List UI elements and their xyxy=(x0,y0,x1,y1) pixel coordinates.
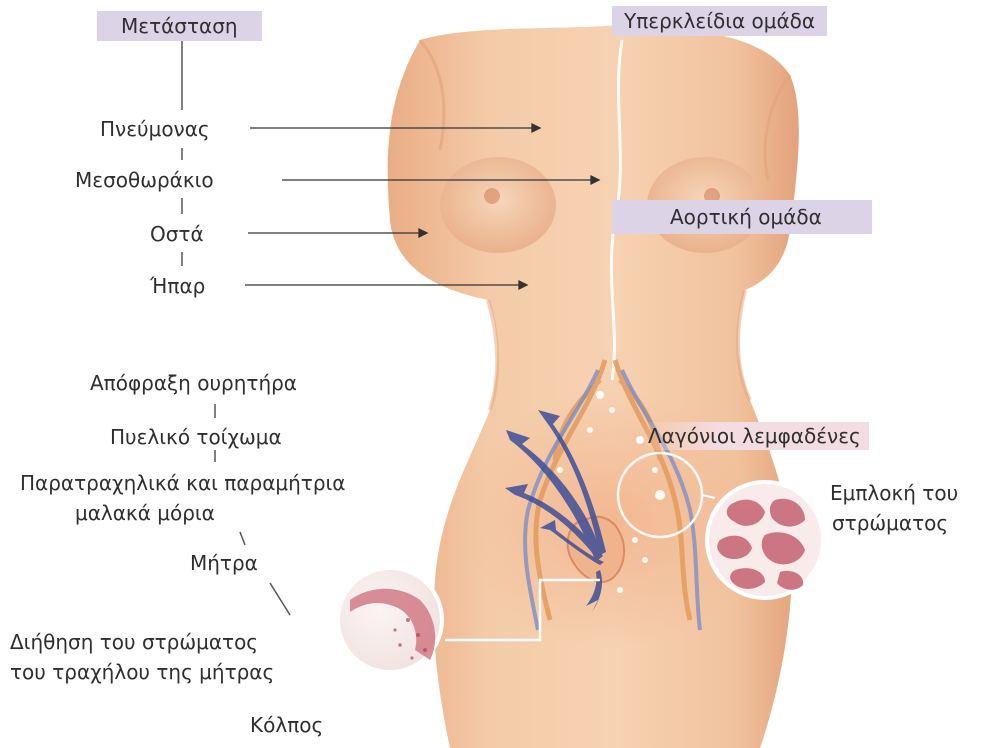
parametria-label-line2: μαλακά μόρια xyxy=(75,501,215,525)
iliac-nodes-label: Λαγόνιοι λεμφαδένες xyxy=(640,422,869,450)
bones-label: Οστά xyxy=(150,222,204,246)
parametria-label-line1: Παρατραχηλικά και παραμήτρια xyxy=(20,471,345,495)
stroma-involvement-inset xyxy=(707,482,823,598)
lung-label: Πνεύμονας xyxy=(100,117,210,141)
liver-label: Ήπαρ xyxy=(150,274,205,298)
ureter-obstruction-label: Απόφραξη ουρητήρα xyxy=(90,371,297,395)
mediastinum-label: Μεσοθωράκιο xyxy=(75,168,214,192)
pelvic-wall-label: Πυελικό τοίχωμα xyxy=(110,425,282,449)
uterus-label: Μήτρα xyxy=(190,551,258,575)
left-breast xyxy=(440,157,556,253)
metastasis-header: Μετάσταση xyxy=(97,11,262,41)
stroma-infiltration-label-line2: του τραχήλου της μήτρας xyxy=(10,660,274,684)
cervical-stroma-inset xyxy=(338,568,442,672)
stroma-infiltration-label-line1: Διήθηση του στρώματος xyxy=(10,630,258,654)
stroma-involvement-label-line2: στρώματος xyxy=(832,511,948,535)
aortic-group-label: Αορτική ομάδα xyxy=(612,200,872,234)
supraclavicular-group-label: Υπερκλείδια ομάδα xyxy=(612,6,827,36)
stroma-involvement-label-line1: Εμπλοκή του xyxy=(830,481,958,505)
vagina-label: Κόλπος xyxy=(250,713,323,737)
